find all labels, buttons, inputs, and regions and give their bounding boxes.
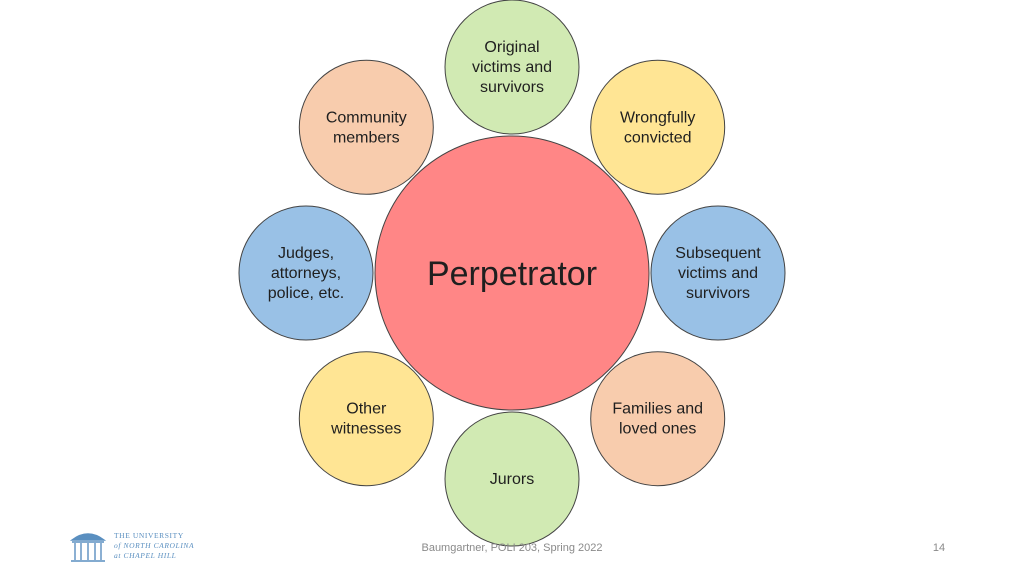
node-label-line: Judges,	[278, 245, 334, 262]
node-circle-families	[590, 351, 726, 487]
node-label-line: Other	[346, 401, 387, 418]
node-label-line: Jurors	[490, 471, 534, 488]
node-label-line: survivors	[480, 79, 544, 96]
node-label-line: loved ones	[619, 421, 696, 438]
node-label-line: Families and	[612, 401, 703, 418]
node-label-wrongfully-convicted: Wrongfully convicted	[620, 109, 695, 146]
node-circle-other-witnesses	[298, 351, 434, 487]
node-circle-wrongfully-convicted	[590, 59, 726, 195]
node-label-line: convicted	[624, 129, 692, 146]
node-label-other-witnesses: Other witnesses	[330, 401, 401, 438]
node-label-line: witnesses	[330, 421, 401, 438]
node-circle-original-victims	[444, 0, 580, 135]
node-label-line: victims and	[472, 59, 552, 76]
node-label-line: victims and	[678, 265, 758, 282]
node-label-line: Wrongfully	[620, 109, 695, 126]
node-label-line: survivors	[686, 285, 750, 302]
node-label-line: members	[333, 129, 400, 146]
center-circle-perpetrator	[374, 135, 650, 411]
university-logo: THE UNIVERSITY of NORTH CAROLINA at CHAP…	[68, 526, 218, 566]
logo-line-1: THE UNIVERSITY	[114, 531, 184, 540]
node-label-families: Families and loved ones	[612, 401, 703, 438]
node-label-community: Community members	[326, 109, 407, 146]
node-label-judges: Judges, attorneys, police, etc.	[268, 245, 344, 302]
node-label-jurors: Jurors	[490, 471, 534, 488]
node-label-line: attorneys,	[271, 265, 341, 282]
logo-wordmark: THE UNIVERSITY of NORTH CAROLINA at CHAP…	[114, 531, 218, 561]
logo-line-2: of NORTH CAROLINA	[114, 541, 195, 550]
node-circle-community	[298, 59, 434, 195]
node-label-original-victims: Original victims and survivors	[472, 39, 552, 96]
center-label: Perpetrator	[427, 255, 597, 293]
node-circle-judges	[238, 205, 374, 341]
logo-line-3: at CHAPEL HILL	[114, 551, 177, 560]
node-circle-subsequent-victims	[650, 205, 786, 341]
old-well-icon	[69, 533, 107, 562]
page-number: 14	[932, 542, 946, 554]
diagram-circles	[238, 0, 786, 547]
node-label-line: Original	[484, 39, 539, 56]
node-label-line: Community	[326, 109, 407, 126]
node-label-line: police, etc.	[268, 285, 344, 302]
node-label-subsequent-victims: Subsequent victims and survivors	[675, 245, 761, 302]
node-label-line: Subsequent	[675, 245, 761, 262]
footer-text: Baumgartner, POLI 203, Spring 2022	[421, 542, 603, 554]
node-circle-jurors	[444, 411, 580, 547]
